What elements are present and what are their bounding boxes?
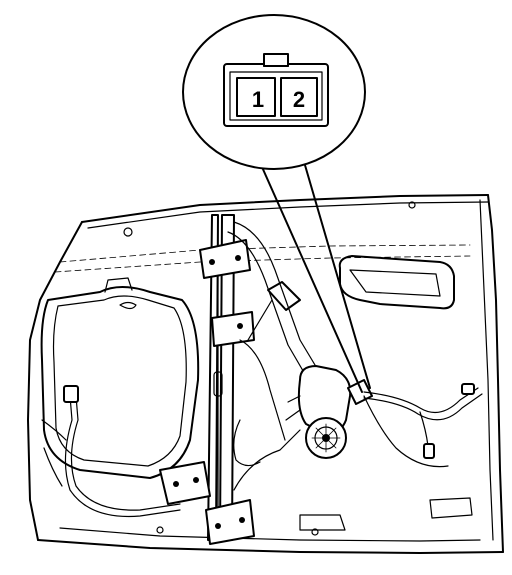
- pin-1-cavity: [236, 77, 276, 117]
- callout-leader: [257, 147, 371, 393]
- pin-2-cavity: [280, 77, 318, 117]
- pin-2-label: 2: [293, 87, 305, 112]
- connector-callout: 1 2: [182, 14, 366, 170]
- pin-1-label: 1: [252, 87, 264, 112]
- regulator-rails: [159, 214, 331, 545]
- wiring-harness: [41, 383, 483, 518]
- door-inner-panel: [27, 194, 504, 554]
- window-motor: [285, 365, 373, 459]
